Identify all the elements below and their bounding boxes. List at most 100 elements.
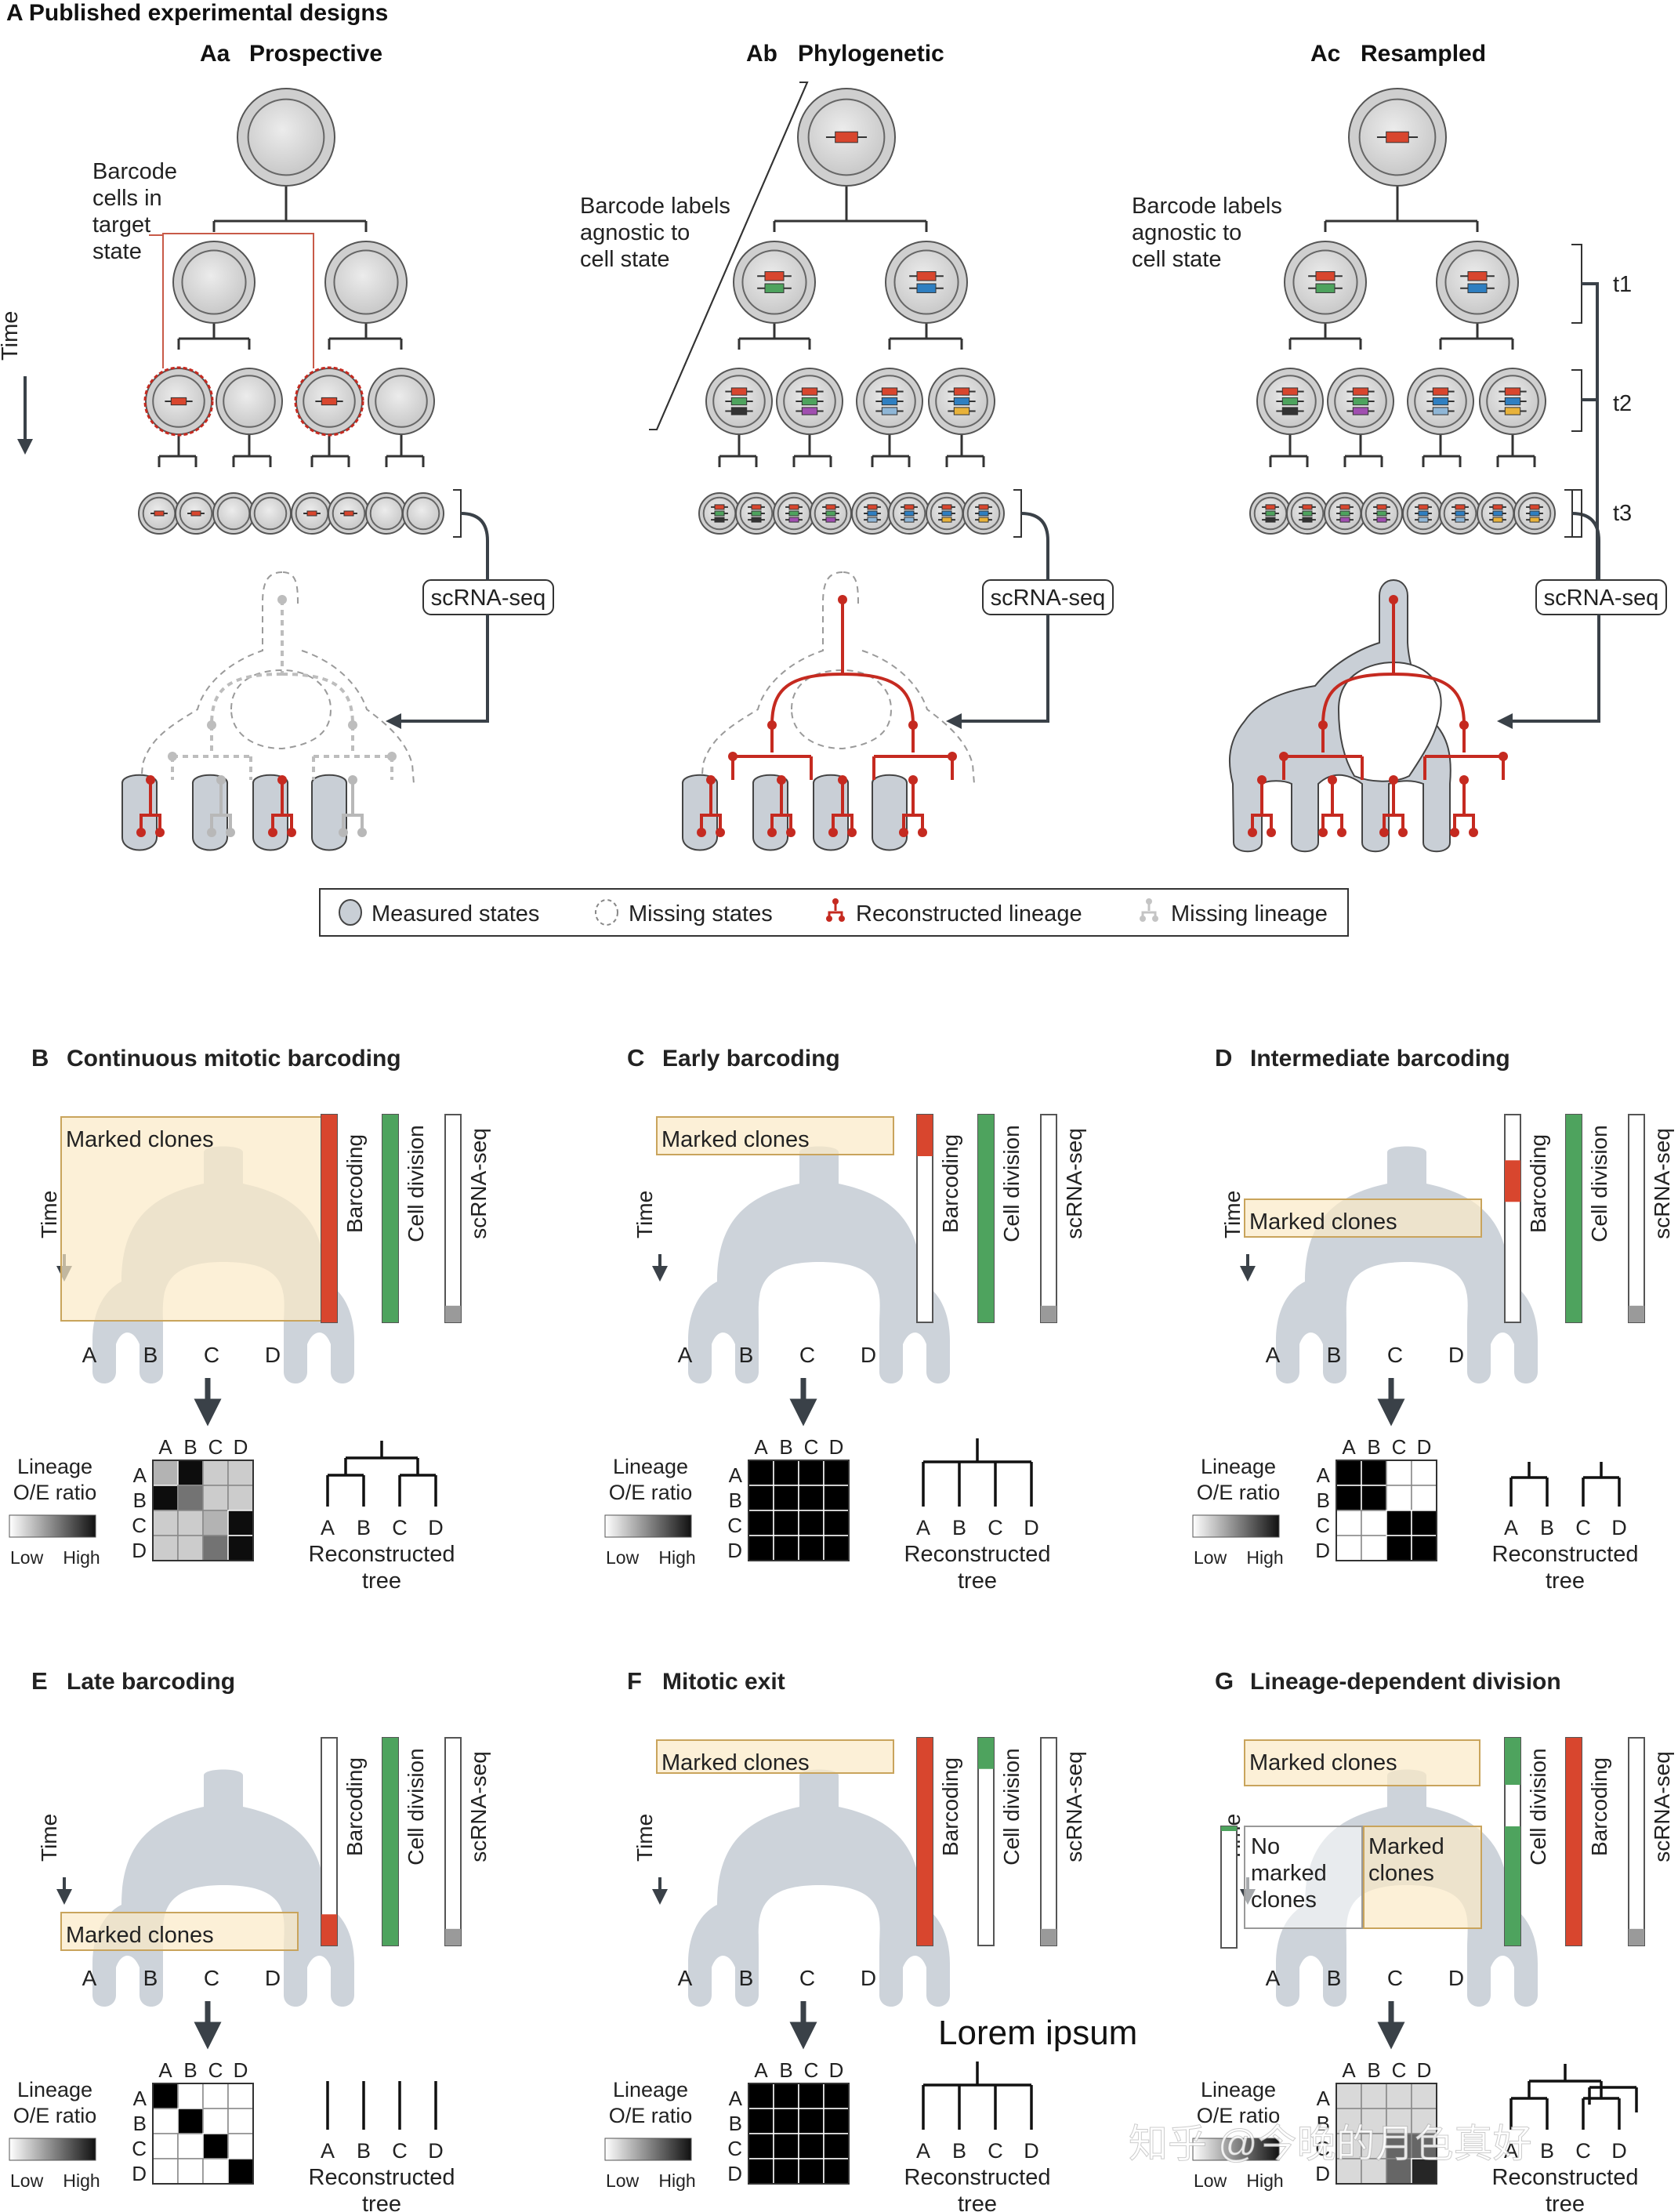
- matrix-row-label: D: [132, 2162, 147, 2185]
- ratio-high: High: [63, 2170, 100, 2191]
- cell: [172, 241, 256, 324]
- cell: [368, 368, 435, 435]
- barcode-mark: [801, 397, 818, 406]
- barcode-mark: [1455, 510, 1466, 517]
- cell: [776, 368, 843, 435]
- lineage-node: [226, 828, 235, 837]
- matrix-col-label: C: [1392, 2058, 1407, 2082]
- process-bar-frame: [1628, 1737, 1645, 1946]
- matrix-cell: [798, 1535, 825, 1561]
- overlay-text: Lorem ipsum: [938, 2014, 1137, 2052]
- cell: [328, 492, 370, 535]
- barcode-mark: [1467, 283, 1488, 293]
- seq-bracket: [1013, 489, 1022, 538]
- tree-leaf-label: B: [357, 2139, 371, 2163]
- process-bar-frame: [1504, 1114, 1521, 1323]
- ac-scrna-label: scRNA-seq: [1544, 586, 1659, 611]
- matrix-row-label: B: [133, 2112, 147, 2135]
- leaf-label: C: [1387, 1966, 1403, 1990]
- barcode-mark: [904, 517, 915, 523]
- process-bar-label: scRNA-seq: [1062, 1751, 1086, 1862]
- ratio-label-1: Lineage: [613, 2078, 688, 2101]
- tree-leaf-label: B: [952, 1516, 966, 1539]
- matrix-row-label: C: [1315, 2137, 1330, 2160]
- panel-ac-id: Ac: [1310, 41, 1340, 67]
- matrix-cell: [202, 2158, 229, 2185]
- matrix-cell: [152, 1535, 179, 1561]
- barcode-mark: [1302, 504, 1313, 510]
- barcode-mark: [190, 510, 201, 517]
- ratio-high: High: [1246, 2170, 1283, 2191]
- lineage-tree-shape: [688, 1146, 950, 1383]
- matrix-cell: [152, 1510, 179, 1536]
- ratio-label-2: O/E ratio: [609, 2104, 693, 2127]
- process-bar-label: Cell division: [404, 1125, 428, 1242]
- ratio-gradient: [1192, 1514, 1280, 1538]
- matrix-cell: [177, 1510, 204, 1536]
- lineage-node: [1389, 775, 1398, 785]
- process-bar: Cell division: [1504, 1737, 1550, 1946]
- lineage-node: [155, 828, 165, 837]
- process-bar-fill: [382, 1115, 398, 1322]
- matrix-col-label: B: [183, 1435, 197, 1459]
- matrix-row-label: D: [727, 2162, 742, 2185]
- matrix-cell: [177, 2158, 204, 2185]
- matrix-cell: [1386, 1510, 1412, 1536]
- barcode-mark: [825, 517, 836, 523]
- matrix-row-label: D: [1315, 1539, 1330, 1562]
- scenario-letter: G: [1215, 1667, 1234, 1695]
- lineage-node: [168, 752, 177, 761]
- barcode-mark: [1529, 510, 1540, 517]
- process-bar: Barcoding: [321, 1114, 367, 1323]
- cell: [249, 492, 292, 535]
- process-bar-frame: [1040, 1114, 1057, 1323]
- tree-leaf-label: D: [1611, 1516, 1627, 1539]
- lineage-upper: [1282, 600, 1505, 780]
- lineage-upper: [731, 600, 954, 780]
- matrix-row-label: A: [1317, 2087, 1331, 2110]
- matrix-cell: [227, 1485, 254, 1511]
- ab-scrna-box: scRNA-seq: [982, 579, 1114, 615]
- process-bar-label: scRNA-seq: [1650, 1128, 1674, 1239]
- lineage-node: [716, 828, 725, 837]
- matrix-cell: [773, 1535, 799, 1561]
- cell: [797, 88, 896, 187]
- aa-scrna-label: scRNA-seq: [431, 586, 546, 611]
- matrix-row-label: C: [727, 1514, 742, 1537]
- process-bar-label: scRNA-seq: [1650, 1751, 1674, 1862]
- marked-region-2: [1363, 1826, 1482, 1929]
- cell: [888, 492, 930, 535]
- lineage-node: [1469, 828, 1478, 837]
- matrix-cell: [1336, 2083, 1362, 2109]
- matrix-cell: [152, 2083, 179, 2109]
- ratio-gradient: [604, 1514, 692, 1538]
- barcode-mark: [941, 504, 952, 510]
- barcode-mark: [1339, 504, 1350, 510]
- scenario-title: Late barcoding: [67, 1669, 235, 1695]
- g-small-bar-fill: [1221, 1826, 1237, 1831]
- ratio-low: Low: [10, 2170, 44, 2191]
- leaf-label: D: [265, 1343, 281, 1367]
- matrix-cell: [823, 1460, 850, 1486]
- panel-tree-Ac: [1249, 88, 1600, 729]
- ratio-label-1: Lineage: [1201, 2078, 1276, 2101]
- process-bar: Cell division: [382, 1114, 428, 1323]
- leaf-label: A: [678, 1966, 693, 1990]
- marked-clones-label: Marked clones: [1249, 1209, 1397, 1235]
- barcode-mark: [751, 504, 762, 510]
- matrix-cell: [748, 2158, 774, 2185]
- lineage-leaf: [210, 780, 232, 832]
- matrix-col-label: D: [829, 1435, 844, 1459]
- reconstructed-tree: [326, 1441, 437, 1507]
- cell-nucleus: [247, 98, 325, 176]
- barcode-mark: [1265, 517, 1276, 523]
- seq-arrow: [1497, 615, 1600, 729]
- cell: [1324, 492, 1366, 535]
- missing-lineage-icon: [1140, 898, 1158, 922]
- cell: [291, 492, 333, 535]
- process-bar: scRNA-seq: [1628, 1114, 1674, 1323]
- lineage-node: [908, 720, 918, 730]
- panel-ab-id: Ab: [746, 41, 777, 67]
